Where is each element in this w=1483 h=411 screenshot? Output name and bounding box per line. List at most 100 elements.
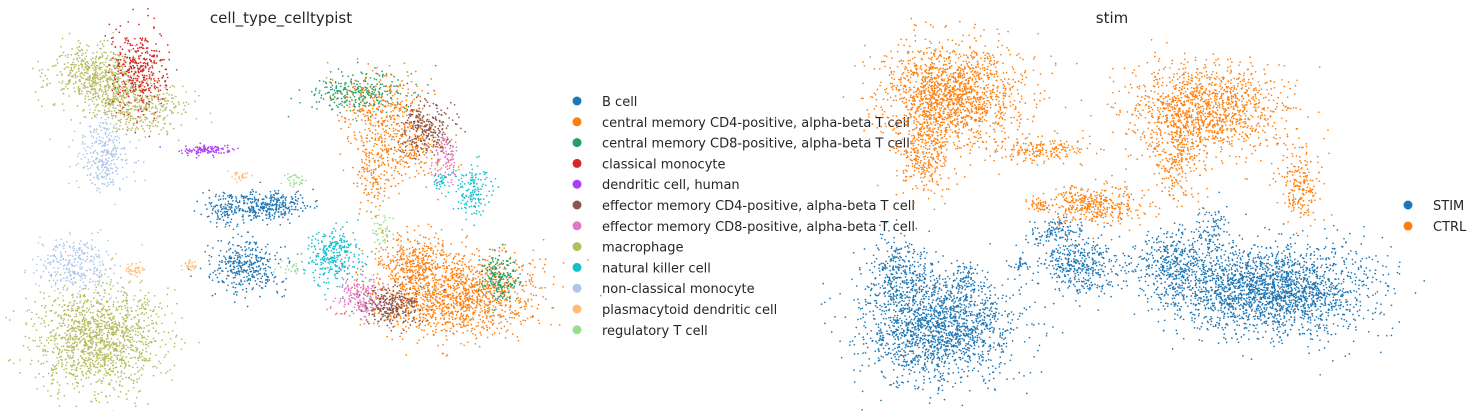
scatter-point bbox=[68, 95, 70, 97]
scatter-point bbox=[281, 204, 283, 206]
scatter-point bbox=[371, 93, 373, 95]
scatter-point bbox=[143, 357, 145, 359]
scatter-point bbox=[61, 306, 63, 308]
scatter-point bbox=[154, 306, 156, 308]
scatter-point bbox=[23, 345, 25, 347]
scatter-point bbox=[88, 368, 90, 370]
scatter-point bbox=[76, 302, 78, 304]
scatter-point bbox=[100, 72, 102, 74]
scatter-point bbox=[140, 62, 142, 64]
scatter-point bbox=[389, 65, 391, 67]
scatter-point bbox=[97, 367, 99, 369]
scatter-point bbox=[375, 217, 377, 219]
scatter-point bbox=[104, 114, 106, 116]
scatter-point bbox=[41, 336, 43, 338]
scatter-point bbox=[92, 329, 94, 331]
scatter-point bbox=[71, 68, 73, 70]
scatter-point bbox=[258, 212, 260, 214]
scatter-point bbox=[118, 325, 120, 327]
scatter-point bbox=[111, 153, 113, 155]
scatter-point bbox=[273, 194, 275, 196]
scatter-point bbox=[108, 108, 110, 110]
scatter-point bbox=[212, 208, 214, 210]
scatter-point bbox=[126, 176, 128, 178]
scatter-point bbox=[213, 148, 215, 150]
scatter-point bbox=[244, 173, 246, 175]
scatter-point bbox=[91, 135, 93, 137]
scatter-point bbox=[73, 373, 75, 375]
scatter-point bbox=[139, 95, 141, 97]
scatter-point bbox=[98, 282, 100, 284]
scatter-point bbox=[112, 334, 114, 336]
scatter-point bbox=[220, 198, 222, 200]
scatter-point bbox=[67, 66, 69, 68]
scatter-point bbox=[84, 148, 86, 150]
scatter-point bbox=[100, 78, 102, 80]
scatter-point bbox=[142, 65, 144, 67]
scatter-point bbox=[147, 15, 149, 17]
scatter-point bbox=[142, 303, 144, 305]
scatter-point bbox=[144, 86, 146, 88]
scatter-point bbox=[96, 187, 98, 189]
scatter-point bbox=[247, 231, 249, 233]
scatter-point bbox=[304, 205, 306, 207]
scatter-point bbox=[244, 297, 246, 299]
scatter-point bbox=[120, 64, 122, 66]
scatter-point bbox=[357, 110, 359, 112]
scatter-point bbox=[88, 247, 90, 249]
scatter-point bbox=[25, 336, 27, 338]
scatter-point bbox=[354, 96, 356, 98]
scatter-point bbox=[73, 303, 75, 305]
scatter-point bbox=[60, 251, 62, 253]
scatter-point bbox=[65, 372, 67, 374]
scatter-point bbox=[173, 103, 175, 105]
scatter-point bbox=[114, 108, 116, 110]
scatter-point bbox=[218, 281, 220, 283]
scatter-point bbox=[99, 159, 101, 161]
scatter-point bbox=[377, 223, 379, 225]
scatter-point bbox=[105, 105, 107, 107]
scatter-point bbox=[95, 254, 97, 256]
scatter-point bbox=[134, 402, 136, 404]
scatter-point bbox=[332, 89, 334, 91]
scatter-point bbox=[167, 115, 169, 117]
scatter-point bbox=[132, 105, 134, 107]
scatter-point bbox=[378, 228, 380, 230]
scatter-point bbox=[102, 354, 104, 356]
scatter-point bbox=[157, 115, 159, 117]
scatter-point bbox=[309, 206, 311, 208]
scatter-point bbox=[224, 257, 226, 259]
scatter-point bbox=[229, 209, 231, 211]
scatter-point bbox=[323, 98, 325, 100]
scatter-point bbox=[136, 341, 138, 343]
scatter-point bbox=[76, 47, 78, 49]
scatter-point bbox=[97, 176, 99, 178]
scatter-point bbox=[130, 102, 132, 104]
scatter-point bbox=[155, 62, 157, 64]
scatter-point bbox=[57, 348, 59, 350]
scatter-point bbox=[121, 348, 123, 350]
scatter-point bbox=[142, 267, 144, 269]
scatter-point bbox=[130, 75, 132, 77]
scatter-point bbox=[52, 261, 54, 263]
scatter-point bbox=[97, 320, 99, 322]
scatter-point bbox=[165, 107, 167, 109]
scatter-point bbox=[364, 86, 366, 88]
scatter-point bbox=[132, 79, 134, 81]
scatter-point bbox=[247, 172, 249, 174]
scatter-point bbox=[153, 62, 155, 64]
scatter-point bbox=[196, 201, 198, 203]
scatter-point bbox=[78, 153, 80, 155]
scatter-point bbox=[239, 200, 241, 202]
scatter-point bbox=[112, 131, 114, 133]
scatter-point bbox=[156, 111, 158, 113]
scatter-point bbox=[141, 356, 143, 358]
scatter-point bbox=[351, 91, 353, 93]
scatter-point bbox=[379, 244, 381, 246]
scatter-point bbox=[72, 76, 74, 78]
scatter-point bbox=[152, 366, 154, 368]
scatter-point bbox=[341, 104, 343, 106]
scatter-point bbox=[61, 54, 63, 56]
scatter-point bbox=[358, 110, 360, 112]
scatter-point bbox=[135, 162, 137, 164]
